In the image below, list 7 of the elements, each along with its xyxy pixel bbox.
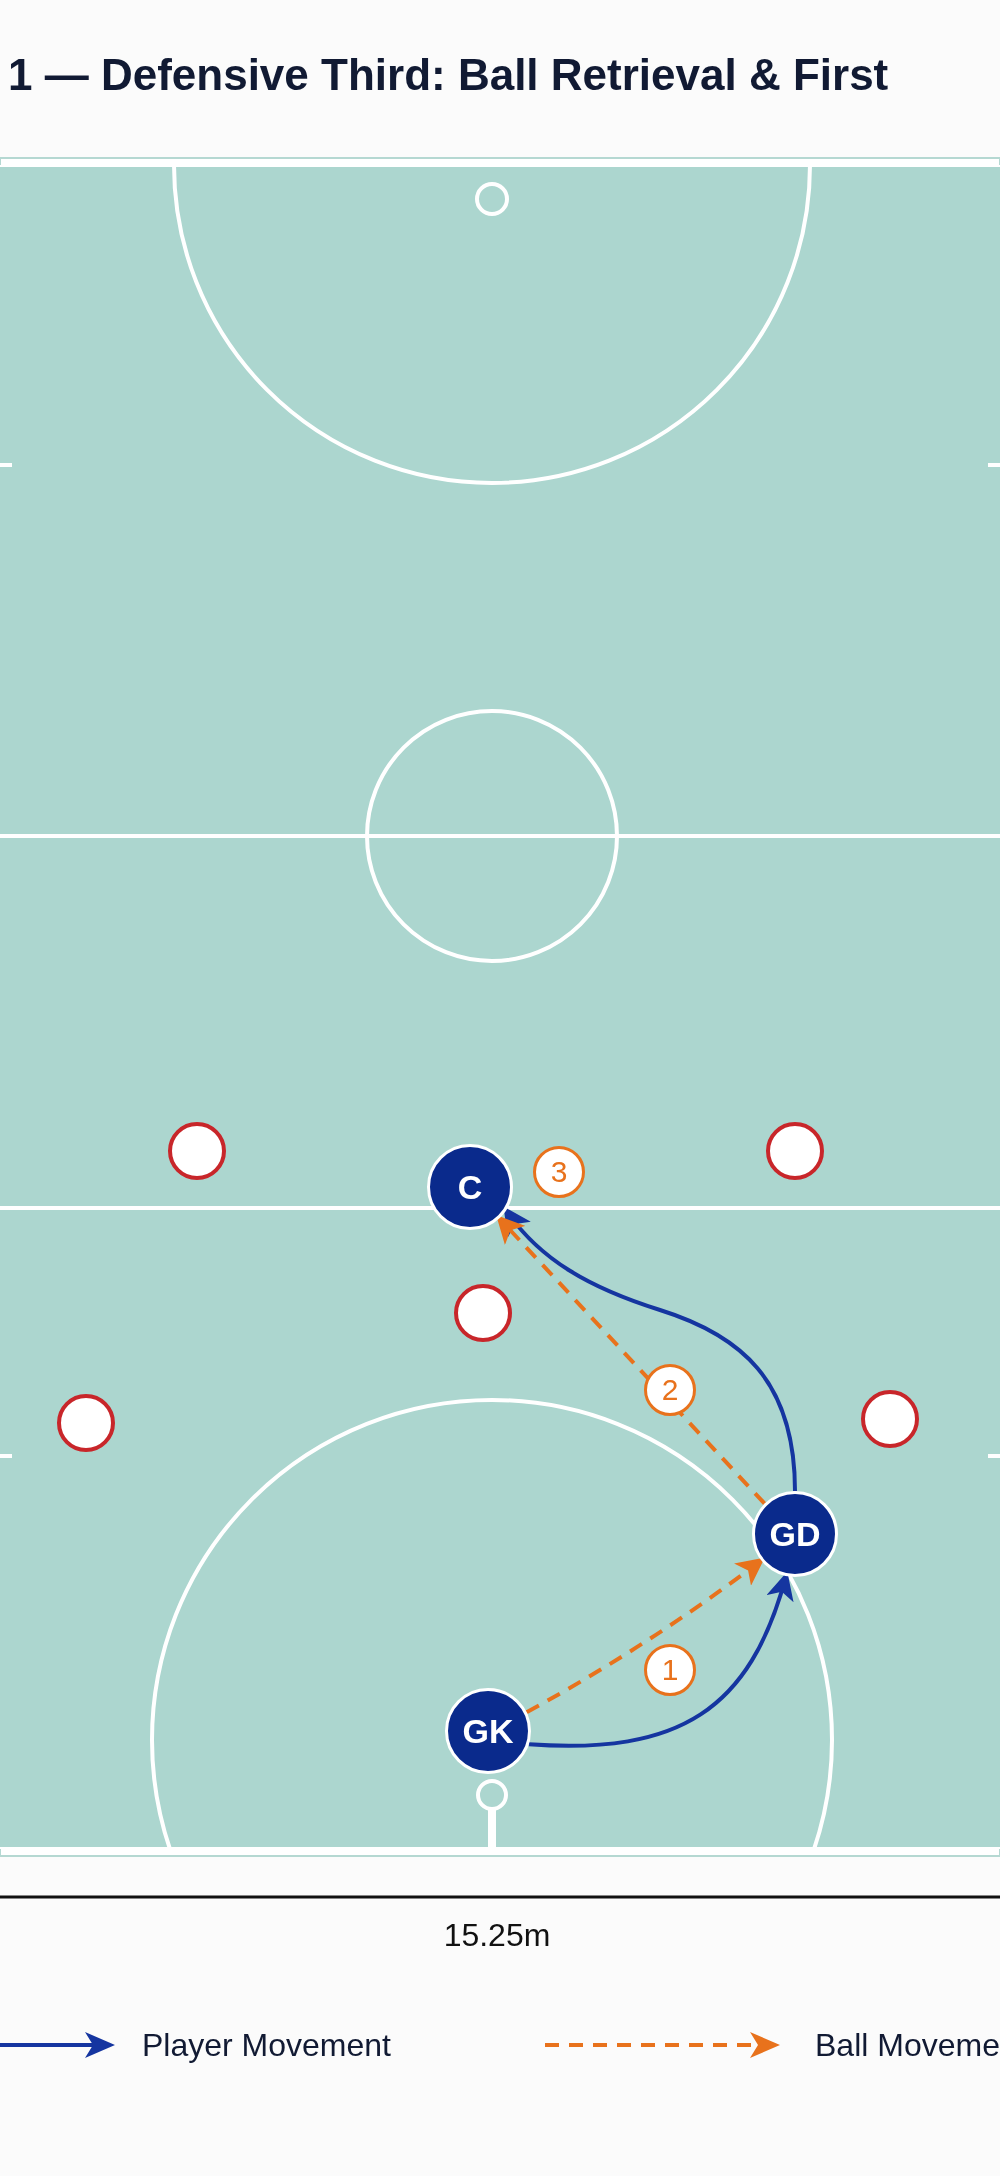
diagram-title: 1 — Defensive Third: Ball Retrieval & First xyxy=(8,50,889,100)
arrow xyxy=(503,1206,797,1492)
dimension-label: 15.25m xyxy=(442,1917,552,1954)
dashed-arrow xyxy=(496,1215,767,1505)
legend-label: Ball Moveme xyxy=(815,2027,1000,2064)
dashed-arrow xyxy=(525,1557,765,1714)
legend-label: Player Movement xyxy=(142,2027,391,2064)
